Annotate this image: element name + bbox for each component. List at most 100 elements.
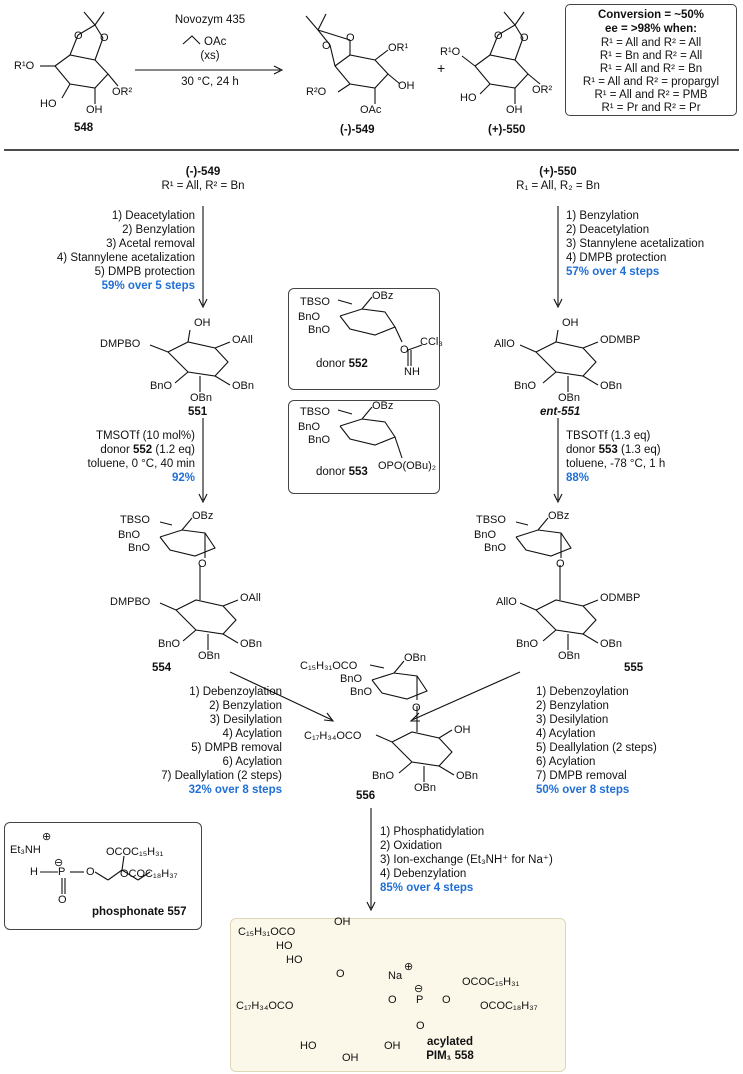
- left-cond: TMSOTf (10 mol%): [95, 430, 195, 442]
- 549-or1: OR¹: [388, 42, 409, 54]
- right-cond: TBSOTf (1.3 eq): [566, 430, 651, 442]
- 551-bno: BnO: [150, 380, 173, 392]
- top-reaction-arrow: [135, 65, 284, 75]
- final-arrow: [366, 808, 376, 912]
- label-556: 556: [356, 790, 376, 802]
- d552-bno2: BnO: [308, 324, 331, 336]
- structure-554: [159, 517, 239, 650]
- label-554: 554: [152, 662, 172, 674]
- 549-acetonide-o1: O: [322, 40, 331, 52]
- 558-ho2: HO: [286, 954, 303, 966]
- donor-553-prefix: donor: [316, 466, 346, 478]
- final-step: 4) Debenzylation: [380, 868, 467, 880]
- ent551-odmbp: ODMBP: [600, 334, 641, 346]
- 554-oall: OAll: [240, 592, 261, 604]
- d553-opo: OPO(OBu)₂: [378, 460, 437, 472]
- label-ent-551-text: ent-551: [540, 406, 581, 418]
- 557-minus: ⊖: [54, 857, 64, 869]
- 554-obn1: OBn: [240, 638, 263, 650]
- left-yield-2: 92%: [171, 472, 195, 484]
- 551-oh: OH: [194, 317, 211, 329]
- 556-oh: OH: [454, 724, 471, 736]
- label-ent-551: ent-551: [540, 406, 580, 420]
- 554-o-link: O: [198, 558, 207, 570]
- right-step: 3) Stannylene acetalization: [566, 238, 705, 250]
- final-step: 2) Oxidation: [380, 840, 443, 852]
- 557-acyl-a: OCOC₁₅H₃₁: [106, 846, 164, 858]
- label-555: 555: [624, 662, 644, 674]
- 557-o1: O: [86, 866, 95, 878]
- d552-o: O: [400, 344, 409, 356]
- left-step: 3) Acetal removal: [106, 238, 195, 250]
- right-step: 1) Benzylation: [566, 210, 639, 222]
- 556-acyl1: C₁₅H₃₁OCO: [300, 660, 358, 672]
- label-550: (+)-550: [488, 124, 526, 136]
- structure-phosphonate-557: [40, 855, 151, 894]
- 556-obn-top: OBn: [404, 652, 427, 664]
- 550-r1o: R¹O: [440, 46, 461, 58]
- d553-bno1: BnO: [298, 421, 321, 433]
- right-step3: 4) Acylation: [536, 728, 596, 740]
- right-step3: 1) Debenzoylation: [536, 686, 629, 698]
- left-step: 4) Stannylene acetalization: [56, 252, 195, 264]
- left-step3: 6) Acylation: [222, 756, 282, 768]
- 557-acyl-b: OCOC₁₈H₃₇: [120, 868, 178, 880]
- 558-label1: acylated: [426, 1036, 474, 1048]
- left-cond: toluene, 0 °C, 40 min: [87, 458, 195, 470]
- 556-o-link: O: [412, 702, 421, 714]
- right-step3: 7) DMPB removal: [536, 770, 627, 782]
- donor-553-num: 553: [348, 466, 368, 478]
- ee-row: R¹ = Bn and R² = All: [599, 50, 703, 62]
- right-yield-1: 57% over 4 steps: [566, 266, 660, 278]
- 556-obn1: OBn: [456, 770, 479, 782]
- 549-oh: OH: [398, 80, 415, 92]
- left-step3: 3) Desilylation: [209, 714, 282, 726]
- 554-bno2: BnO: [128, 542, 151, 554]
- structure-donor-552: [337, 296, 423, 366]
- converge-arrow-right: [409, 671, 521, 722]
- right-step: 4) DMPB protection: [566, 252, 667, 264]
- structure-ent-551: [519, 329, 599, 392]
- ee-row: R¹ = All and R² = Bn: [599, 63, 703, 75]
- ent551-bno: BnO: [514, 380, 537, 392]
- ee-row: R¹ = All and R² = PMB: [594, 89, 708, 101]
- 557-label: phosphonate 557: [92, 906, 187, 918]
- 550-or2: OR²: [532, 84, 553, 96]
- reaction-conditions: 30 °C, 24 h: [181, 76, 239, 88]
- 548-or2: OR²: [112, 86, 133, 98]
- 551-dmpbo: DMPBO: [100, 338, 141, 350]
- 555-bno2: BnO: [484, 542, 507, 554]
- left-start-label: (-)-549: [185, 166, 221, 178]
- plus-sign: +: [437, 60, 446, 76]
- left-step3: 1) Debenzoylation: [189, 686, 282, 698]
- 558-p: P: [416, 994, 424, 1006]
- d552-bno1: BnO: [298, 311, 321, 323]
- 549-acetonide-o2: O: [346, 32, 355, 44]
- 555-tbso: TBSO: [476, 514, 506, 526]
- phosphonate-557-box: [4, 822, 202, 930]
- 558-minus: ⊖: [414, 983, 424, 995]
- 548-r1o: R¹O: [14, 60, 35, 72]
- structure-548-bonds: [4, 11, 739, 151]
- ent551-obn2: OBn: [558, 392, 581, 404]
- final-step: 1) Phosphatidylation: [380, 826, 485, 838]
- 550-acetonide-o2: O: [520, 32, 529, 44]
- 557-plus: ⊕: [42, 831, 52, 843]
- converge-arrow-left: [229, 671, 335, 722]
- 555-obn2: OBn: [558, 650, 581, 662]
- donor-553-box: [288, 400, 440, 494]
- structure-556: [369, 660, 455, 782]
- reagent-excess: (xs): [200, 50, 220, 62]
- compound-550-skeleton: [461, 11, 541, 104]
- 555-bno1: BnO: [474, 529, 497, 541]
- 554-obn2: OBn: [198, 650, 221, 662]
- left-step3: 5) DMPB removal: [191, 742, 282, 754]
- 554-obz: OBz: [192, 510, 214, 522]
- right-step3: 2) Benzylation: [536, 700, 609, 712]
- structure-555: [515, 517, 599, 650]
- 558-ho1: HO: [276, 940, 293, 952]
- final-step: 3) Ion-exchange (Et₃NH⁺ for Na⁺): [380, 854, 553, 866]
- donor-552-box: [288, 288, 440, 390]
- 555-allo: AllO: [496, 596, 517, 608]
- ee-row: R¹ = Pr and R² = Pr: [601, 102, 701, 114]
